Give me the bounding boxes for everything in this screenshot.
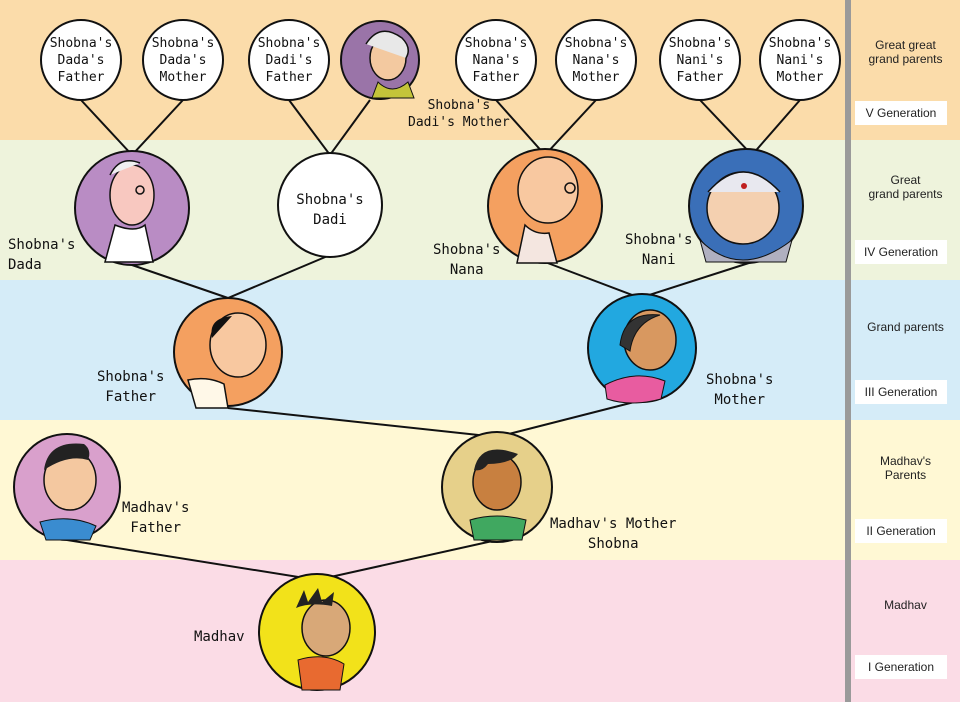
gen4-title-line1: Great [890,173,921,187]
text-dadi-father: Shobna's Dadi's Father [257,36,321,85]
label-madhav-father: Madhav's Father [122,500,190,536]
gen3-title: Grand parents [867,320,944,334]
gen4-title-line2: grand parents [868,187,943,201]
node-mother-portrait [587,293,697,404]
node-father-portrait [173,297,283,409]
gen2-title-line2: Parents [884,468,927,482]
connector-dadi-parents [288,99,371,157]
node-dada-mother [142,19,224,101]
text-nani-mother: Shobna's Nani's Mother [768,36,832,85]
connector-nani-parents [699,99,801,157]
sidebar-gen3: Grand parents III Generation [851,280,960,420]
text-dada-father: Shobna's Dada's Father [49,36,113,85]
label-nana: Shobna's Nana [433,242,501,278]
gen3-generation-label: III Generation [855,380,947,404]
label-shobna-father: Shobna's Father [97,369,165,405]
label-madhav-mother: Madhav's Mother Shobna [550,516,677,552]
node-nani-mother [759,19,841,101]
text-nani-father: Shobna's Nani's Father [668,36,732,85]
text-dadi: Shobna's Dadi [296,192,364,228]
gen5-title-line2: grand parents [868,52,943,66]
node-dadi-mother-portrait [340,20,420,100]
node-madhav-father-portrait [13,433,121,541]
sidebar-gen2: Madhav's Parents II Generation [851,420,960,560]
sidebar-gen4: Great grand parents IV Generation [851,140,960,280]
gen4-generation-label: IV Generation [855,240,947,264]
node-nana-mother [555,19,637,101]
node-madhav-mother-portrait [441,431,553,543]
connector-shobna-parents [227,399,643,439]
text-nana-mother: Shobna's Nana's Mother [564,36,628,85]
gen2-generation-label: II Generation [855,519,947,543]
sidebar-gen5: Great great grand parents V Generation [851,0,960,140]
family-tree [13,19,841,691]
node-dada-father [40,19,122,101]
connector-nana-parents [495,99,597,157]
label-dada: Shobna's Dada [8,237,76,273]
gen5-title-line1: Great great [875,38,936,52]
label-madhav: Madhav [194,629,245,645]
sidebar-divider [845,0,851,702]
node-dadi-father [248,19,330,101]
sidebar-gen1: Madhav I Generation [851,560,960,702]
node-madhav-portrait [258,573,376,691]
node-nani-father [659,19,741,101]
band-generation-3 [0,280,845,420]
node-nani-portrait [688,148,804,264]
node-dadi [277,152,383,258]
connector-madhav-parents [66,539,498,582]
gen1-generation-label: I Generation [855,655,947,679]
text-dada-mother: Shobna's Dada's Mother [151,36,215,85]
node-nana-portrait [487,148,603,264]
connector-father-parents [131,254,331,300]
node-nana-father [455,19,537,101]
gen5-generation-label: V Generation [855,101,947,125]
gen1-title: Madhav [884,598,927,612]
text-nana-father: Shobna's Nana's Father [464,36,528,85]
label-nani: Shobna's Nani [625,232,693,268]
label-shobna-mother: Shobna's Mother [706,372,774,408]
node-dada-portrait [74,150,190,266]
connector-dada-parents [80,99,184,157]
band-generation-2 [0,420,845,560]
label-dadi-mother: Shobna's Dadi's Mother [408,98,510,130]
gen2-title-line1: Madhav's [880,454,931,468]
band-generation-1 [0,560,845,702]
